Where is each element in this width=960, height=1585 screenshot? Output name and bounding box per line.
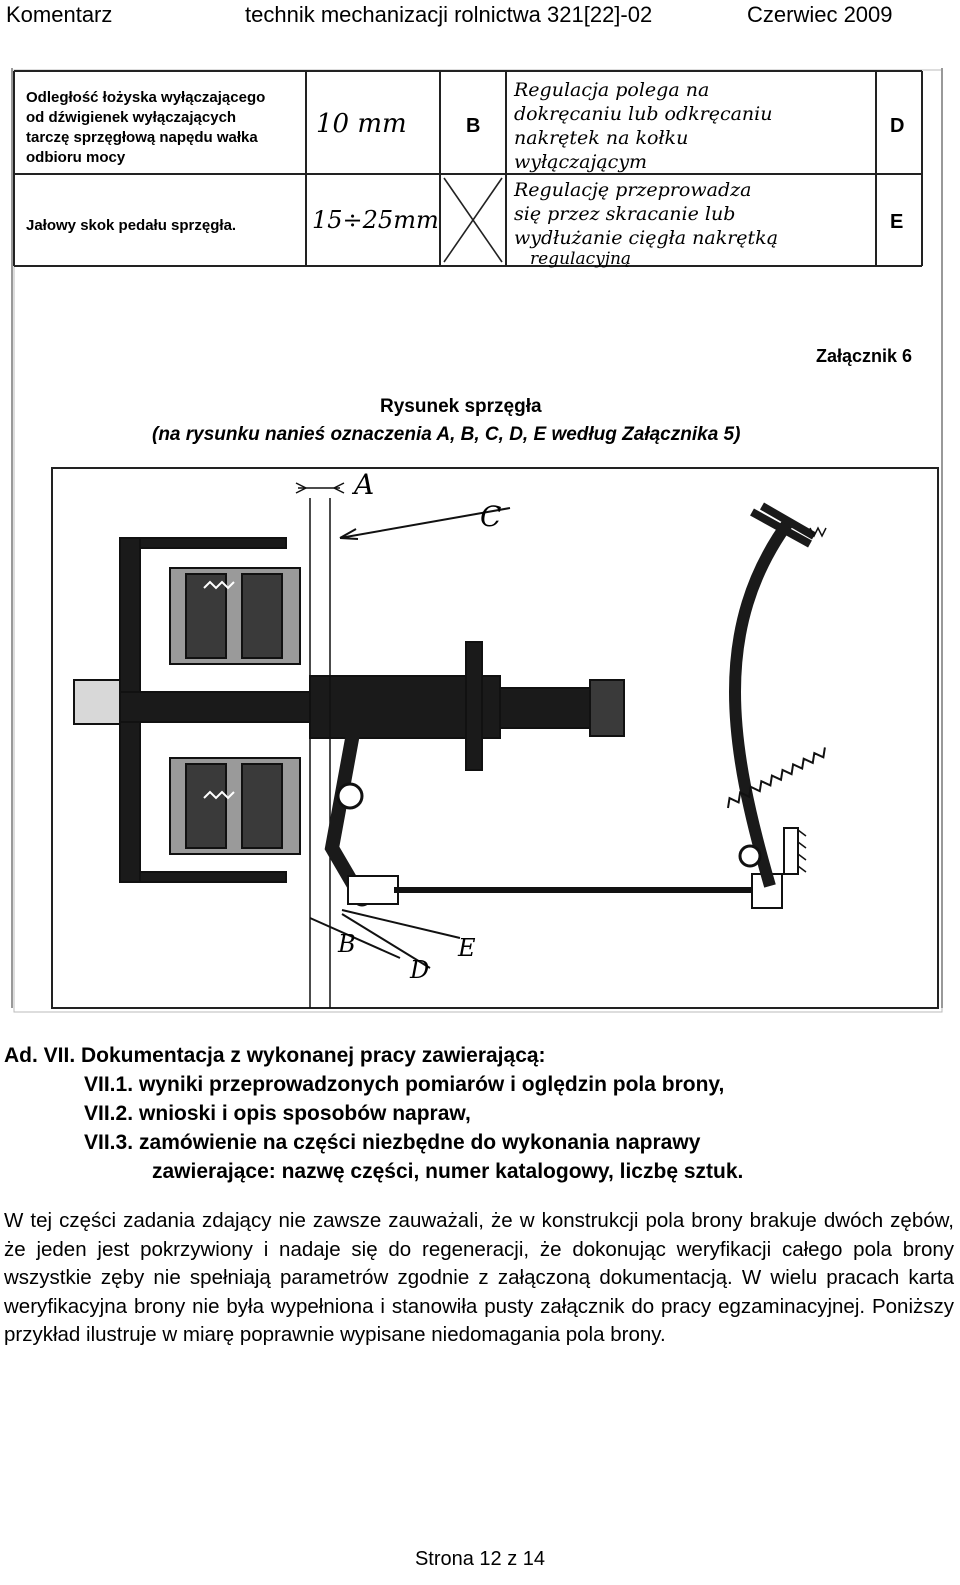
row1-value: 10 mm — [316, 109, 407, 139]
ad-item-3: VII.3.zamówienie na części niezbędne do … — [4, 1128, 954, 1157]
row2-code: E — [890, 211, 903, 233]
row1-note-line1: Regulacja polega na — [513, 79, 709, 101]
attachment-label: Załącznik 6 — [816, 346, 912, 366]
row2-note-line1: Regulację przeprowadza — [513, 179, 751, 201]
ad-item-3-num: VII.3. — [84, 1131, 134, 1154]
row1-code: D — [890, 115, 904, 137]
row2-note-line4: regulacyjną — [530, 249, 631, 269]
row1-label-line4: odbioru mocy — [26, 149, 126, 166]
drawing-label-c: C — [480, 500, 501, 533]
ad-item-2: VII.2.wnioski i opis sposobów napraw, — [4, 1099, 954, 1128]
drawing-label-d: D — [409, 956, 429, 984]
row2-note-line3: wydłużanie cięgła nakrętką — [514, 227, 778, 249]
row1-note-line4: wyłączającym — [514, 151, 647, 173]
clutch-drawing — [73, 482, 827, 1008]
ad-item-3-continuation: zawierające: nazwę części, numer katalog… — [152, 1160, 744, 1183]
scan-svg: Odległość łożyska wyłączającego od dźwig… — [11, 68, 943, 1013]
drawing-label-e: E — [457, 934, 476, 962]
ad-item-1: VII.1.wyniki przeprowadzonych pomiarów i… — [4, 1070, 954, 1099]
page-footer: Strona 12 z 14 — [414, 1548, 546, 1570]
header-right: Czerwiec 2009 — [747, 2, 893, 27]
ad-item-1-text: wyniki przeprowadzonych pomiarów i oględ… — [139, 1073, 725, 1096]
drawing-subtitle: (na rysunku nanieś oznaczenia A, B, C, D… — [152, 424, 740, 445]
row2-note-line2: się przez skracanie lub — [514, 203, 735, 225]
row1-mark: B — [466, 115, 480, 137]
row1-note-line3: nakrętek na kołku — [514, 127, 688, 149]
ad-item-2-num: VII.2. — [84, 1102, 134, 1125]
row2-value: 15÷25mm — [312, 206, 439, 234]
row1-label-line3: tarczę sprzęgłową napędu wałka — [26, 129, 258, 146]
ad-section: Ad. VII. Dokumentacja z wykonanej pracy … — [4, 1041, 954, 1186]
drawing-label-b: B — [337, 930, 356, 958]
row1-label-line1: Odległość łożyska wyłączającego — [26, 89, 265, 106]
page-header: Komentarz technik mechanizacji rolnictwa… — [0, 0, 960, 30]
row1-note-line2: dokręcaniu lub odkręcaniu — [514, 103, 772, 125]
commentary-paragraph: W tej części zadania zdający nie zawsze … — [4, 1209, 954, 1346]
header-left: Komentarz — [6, 2, 113, 27]
header-center: technik mechanizacji rolnictwa 321[22]-0… — [245, 2, 653, 27]
row2-label: Jałowy skok pedału sprzęgła. — [26, 217, 236, 234]
drawing-title: Rysunek sprzęgła — [380, 396, 542, 417]
ad-item-1-num: VII.1. — [84, 1073, 134, 1096]
scanned-attachment: Odległość łożyska wyłączającego od dźwig… — [10, 68, 946, 1018]
verification-table — [13, 70, 923, 267]
drawing-label-a: A — [351, 468, 374, 501]
row1-label-line2: od dźwigienek wyłączających — [26, 109, 236, 126]
ad-item-3-text: zamówienie na części niezbędne do wykona… — [139, 1131, 701, 1154]
ad-item-2-text: wnioski i opis sposobów napraw, — [139, 1102, 471, 1125]
ad-heading: Ad. VII. Dokumentacja z wykonanej pracy … — [4, 1044, 546, 1067]
